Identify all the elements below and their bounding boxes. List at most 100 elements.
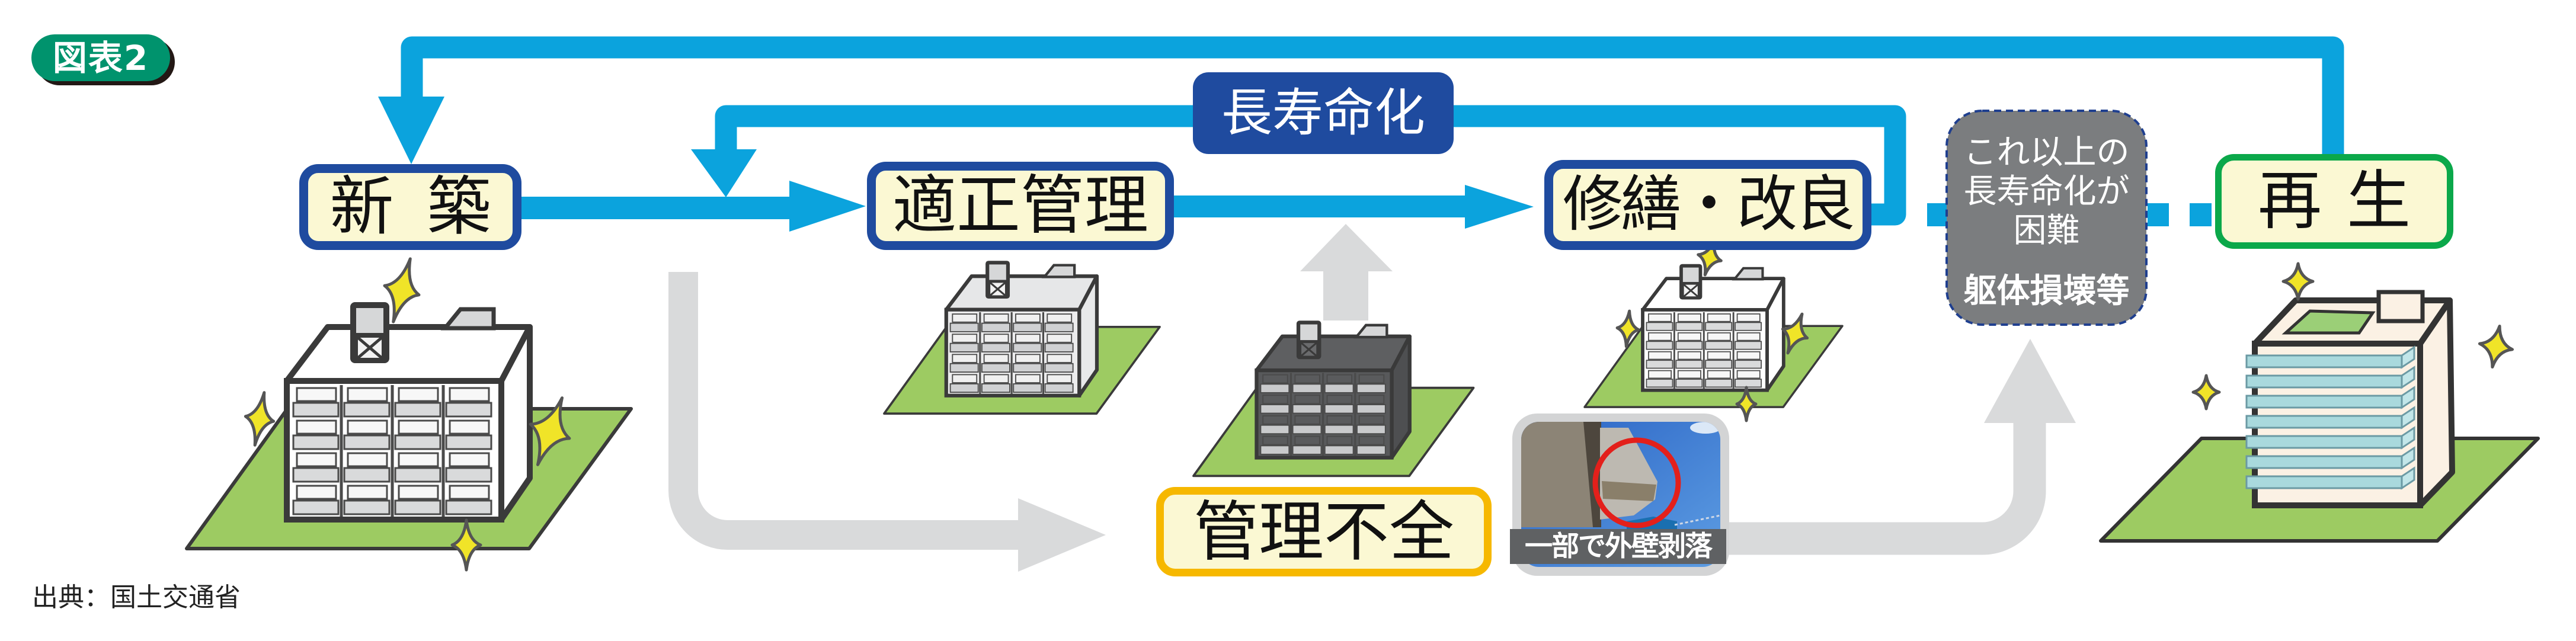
window [1677,351,1701,360]
stage-label: 修繕・改良 [1563,169,1855,240]
balcony [981,342,1010,352]
arrowhead-to-proper-management [789,181,866,232]
balcony [1260,445,1290,455]
sparkle-icon [2191,374,2221,411]
tank-x-brace [990,282,1006,296]
window [347,485,388,500]
balcony [1735,379,1762,388]
balcony [445,467,492,483]
sparkle-icon [450,518,482,572]
balcony [2245,435,2403,449]
window [1736,351,1761,360]
limit-line: これ以上の [1963,133,2130,172]
water-tank-top [1300,324,1318,341]
balcony [1356,445,1386,455]
balcony [2245,415,2403,429]
photo-caption: 一部で外壁剥落 [1510,529,1726,564]
sparkle-icon [1735,386,1758,422]
window [1707,351,1731,360]
window [952,334,978,343]
window [1294,415,1320,425]
balcony [1705,360,1733,369]
window [1262,395,1288,405]
balcony [949,383,979,393]
balcony-end [2401,426,2415,450]
window [1736,332,1761,341]
flow-new-to-proper [520,197,792,219]
balcony [1324,404,1354,414]
sparkle-icon [244,391,276,447]
balcony [445,402,492,418]
window [1047,313,1073,323]
balcony [1646,341,1673,350]
window [449,452,490,467]
balcony-end [2401,386,2415,409]
balcony [1044,383,1074,393]
balcony [445,499,492,515]
balcony-end [2401,466,2415,490]
balcony [292,434,340,450]
limit-cause: 躯体損壊等 [1963,272,2130,310]
balcony [1013,322,1042,332]
window [1015,374,1041,383]
window [983,313,1009,323]
window [347,387,388,402]
arrow-poor-to-flow-shaft [1323,270,1368,320]
stage-label: 適正管理 [892,168,1148,243]
window [952,374,978,383]
stage-repair-improvement: 修繕・改良 [1544,160,1871,250]
balcony [1675,341,1703,350]
degradation-arrows [668,224,2076,572]
balcony [1735,360,1762,369]
balcony [1356,404,1386,414]
window [1736,370,1761,379]
balcony [292,499,340,515]
arrow-to-limit-box [1721,421,2046,555]
window [449,485,490,500]
balcony [1735,341,1762,350]
balcony [1324,383,1354,393]
window [1294,435,1320,446]
limit-box-text: これ以上の 長寿命化が 困難 躯体損壊等 [1947,111,2146,325]
window [1294,374,1320,384]
tank-x-brace [1683,284,1698,297]
limit-line: 困難 [2013,211,2080,250]
balcony [1356,383,1386,393]
flow-proper-to-repair [1173,195,1467,217]
window [1648,332,1672,341]
balcony [445,434,492,450]
window [347,452,388,467]
window [983,374,1009,383]
water-tank-top [989,264,1006,280]
arrowhead-to-repair [1465,185,1534,229]
window [1707,370,1731,379]
balcony [2245,475,2403,489]
balcony [1735,322,1762,331]
stage-poor-management: 管理不全 [1156,487,1492,576]
window [398,452,439,467]
balcony [981,383,1010,393]
rooftop-structure [2376,290,2425,323]
balcony [343,434,391,450]
dashed-flow-segment [2190,203,2212,226]
sparkle-icon [1697,239,1723,277]
window [1677,370,1701,379]
window [1015,334,1041,343]
highlight-circle [1592,437,1681,528]
window [983,354,1009,363]
window [1015,313,1041,323]
window [1358,415,1385,425]
window [1677,332,1701,341]
sparkle-icon [1615,309,1640,348]
balcony [343,467,391,483]
balcony-end [2401,345,2415,369]
water-tank-top [356,308,383,333]
figure-label-badge: 図表2 [31,34,170,81]
photo-damaged-area [1602,481,1656,501]
balcony [949,322,979,332]
tank-x-brace [1301,342,1317,357]
window [449,387,490,402]
balcony [1044,342,1074,352]
